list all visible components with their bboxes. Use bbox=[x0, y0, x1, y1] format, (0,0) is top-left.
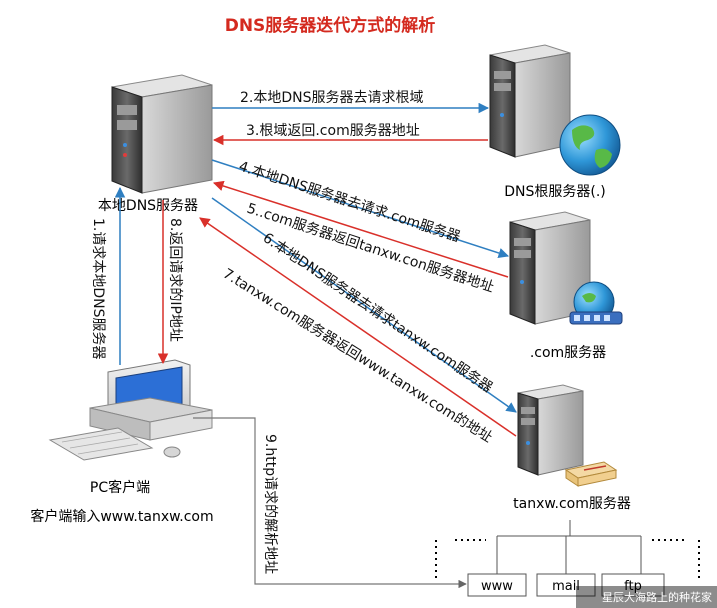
step3-label: 3.根域返回.com服务器地址 bbox=[246, 123, 420, 139]
watermark: 星辰大海路上的种花家 bbox=[576, 586, 717, 608]
mail-icon bbox=[564, 461, 618, 487]
host-mail-label: mail bbox=[552, 579, 580, 594]
step1-label: 1.请求本地DNS服务器 bbox=[90, 218, 106, 360]
host-ftp-label: ftp bbox=[624, 579, 642, 594]
root-dns-server-icon bbox=[489, 44, 571, 158]
host-www-label: www bbox=[481, 579, 513, 594]
watermark-text: 星辰大海路上的种花家 bbox=[602, 590, 712, 604]
com-dns-label: .com服务器 bbox=[530, 345, 606, 361]
root-dns-label: DNS根服务器(.) bbox=[504, 184, 606, 200]
step6-arrow bbox=[211, 197, 517, 413]
local-dns-label: 本地DNS服务器 bbox=[98, 198, 198, 214]
step8-label: 8.返回请求的IP地址 bbox=[167, 218, 183, 342]
diagram-title: DNS服务器迭代方式的解析 bbox=[225, 15, 436, 36]
step9-arrow bbox=[193, 417, 467, 589]
pc-input-label: 客户端输入www.tanxw.com bbox=[30, 508, 213, 525]
step4-arrow bbox=[211, 159, 509, 259]
tanxw-dns-label: tanxw.com服务器 bbox=[513, 496, 631, 512]
step9-label: 9.http请求的解析地址 bbox=[262, 434, 278, 574]
host-box-mail: mail bbox=[536, 573, 596, 597]
network-icon bbox=[569, 281, 623, 325]
step2-label: 2.本地DNS服务器去请求根域 bbox=[240, 90, 424, 106]
globe-icon bbox=[559, 114, 621, 176]
host-box-www: www bbox=[467, 573, 527, 597]
host-tree bbox=[435, 520, 700, 580]
tanxw-dns-server-icon bbox=[517, 384, 584, 476]
pc-client-label: PC客户端 bbox=[90, 479, 150, 496]
local-dns-server-icon bbox=[111, 74, 213, 194]
computer-icon bbox=[48, 359, 213, 461]
host-box-ftp: ftp bbox=[601, 573, 665, 597]
step5-arrow bbox=[212, 180, 509, 278]
step7-arrow bbox=[199, 217, 517, 437]
